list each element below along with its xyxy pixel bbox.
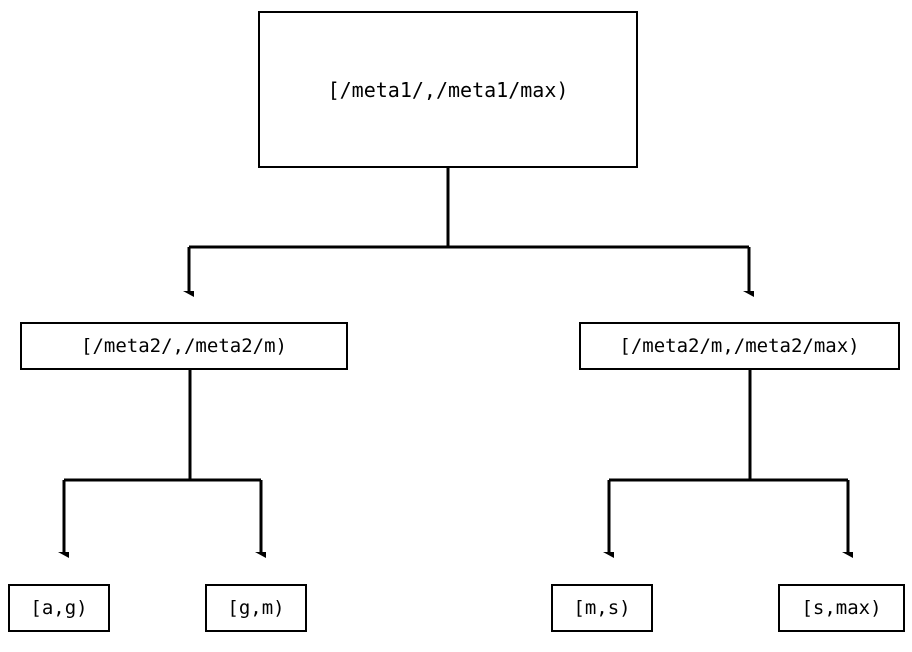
tree-node-root-label: [/meta1/,/meta1/max) [327,77,569,102]
tree-node-leaf-smax: [s,max) [778,584,905,632]
tree-node-leaf-gm: [g,m) [205,584,307,632]
tree-node-root: [/meta1/,/meta1/max) [258,11,638,168]
tree-node-leaf-gm-label: [g,m) [227,597,285,619]
tree-node-leaf-ms: [m,s) [551,584,653,632]
tree-node-meta2-lower-label: [/meta2/,/meta2/m) [81,335,287,357]
tree-node-meta2-lower: [/meta2/,/meta2/m) [20,322,348,370]
tree-node-leaf-smax-label: [s,max) [801,597,882,619]
tree-node-leaf-ag: [a,g) [8,584,110,632]
tree-node-leaf-ms-label: [m,s) [573,597,631,619]
tree-node-meta2-upper-label: [/meta2/m,/meta2/max) [619,335,860,357]
tree-node-meta2-upper: [/meta2/m,/meta2/max) [579,322,900,370]
tree-node-leaf-ag-label: [a,g) [30,597,88,619]
